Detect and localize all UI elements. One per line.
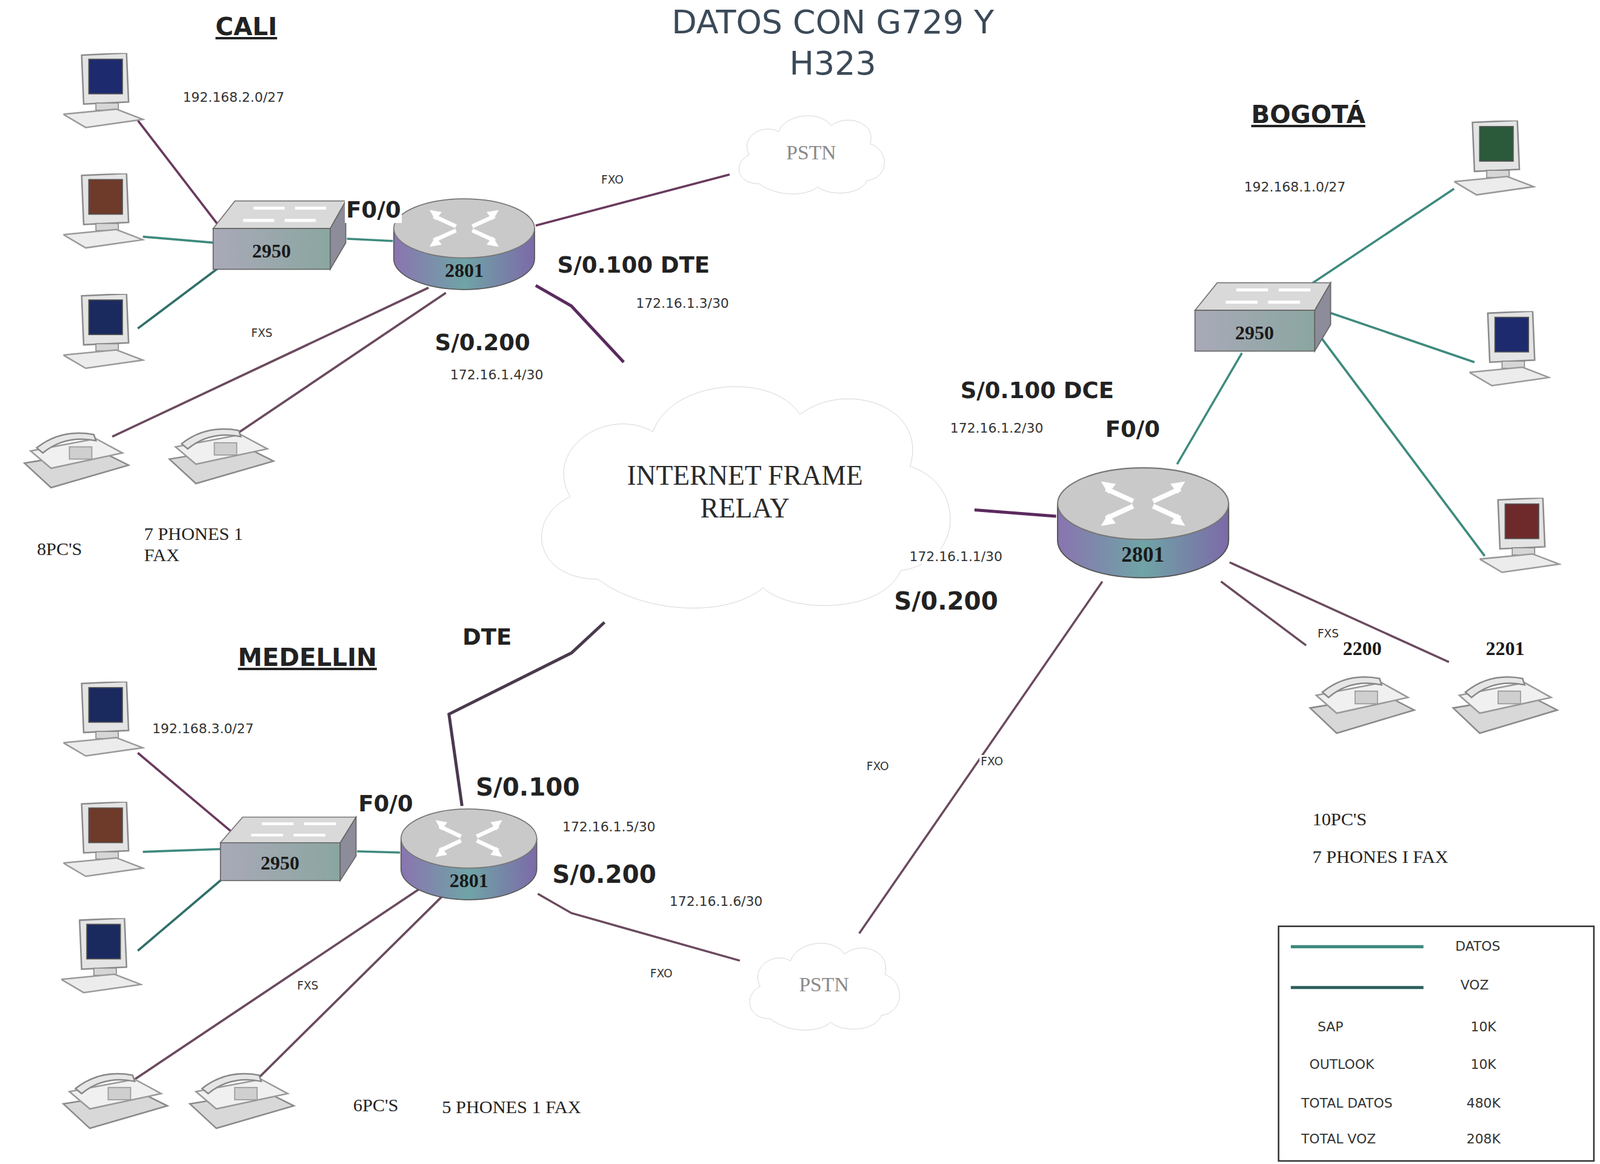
label-site-name: CALI: [214, 12, 279, 42]
switch-box: 2950: [1193, 281, 1332, 354]
switch-box: 2950: [212, 200, 347, 272]
table-cell: 480K: [1465, 1095, 1502, 1111]
table-cell: 208K: [1465, 1131, 1502, 1147]
port-label: FXO: [979, 755, 1005, 768]
port-label: FXO: [649, 967, 674, 980]
node-label: 2801: [1121, 541, 1165, 568]
legend-text: DATOS: [1453, 938, 1502, 954]
link-line: [535, 285, 624, 363]
ip-label: FXS: [250, 326, 274, 340]
label-site-name: BOGOTÁ: [1250, 100, 1367, 130]
node-label: 2801: [444, 259, 484, 283]
diagram-title: DATOS CON G729 Y H323: [627, 1, 1038, 84]
site-summary: 5 PHONES 1 FAX: [440, 1096, 582, 1119]
site-summary: 8PC'S: [35, 538, 84, 560]
link-line: [974, 510, 1057, 517]
router-icon: 2801: [392, 195, 536, 293]
legend-text: VOZ: [1459, 977, 1491, 993]
node-label: 2200: [1343, 637, 1382, 661]
node-label: PSTN: [798, 972, 849, 997]
ip-label: 192.168.3.0/27: [150, 721, 255, 737]
interface-label: F0/0: [356, 790, 414, 817]
table-cell: 10K: [1469, 1056, 1497, 1073]
phone-icon: 2201: [1449, 637, 1562, 738]
router-icon: 2801: [1056, 464, 1230, 582]
interface-label: S/0.200: [550, 860, 658, 890]
network-cloud: PSTN: [740, 933, 909, 1036]
network-cloud: INTERNET FRAME RELAY: [515, 362, 975, 623]
node-label: 2801: [449, 869, 489, 893]
interface-label: S/0.200: [892, 586, 1000, 616]
node-label: 2201: [1485, 637, 1525, 661]
interface-label: DTE: [461, 624, 513, 651]
ip-label: 172.16.1.1/30: [907, 549, 1004, 565]
link-line: [449, 622, 605, 807]
ip-label: 172.16.1.2/30: [949, 420, 1045, 436]
node-label: 2950: [260, 852, 300, 876]
legend-line-sample: [1290, 945, 1424, 949]
table-cell: 10K: [1469, 1019, 1497, 1035]
switch-box: 2950: [219, 816, 357, 883]
port-label: FXO: [600, 173, 625, 187]
ip-label: FXS: [1316, 627, 1340, 640]
node-label: 2950: [252, 240, 291, 264]
table-cell: SAP: [1316, 1019, 1345, 1035]
site-summary: 7 PHONES I FAX: [1311, 846, 1450, 868]
ip-label: 192.168.2.0/27: [181, 89, 286, 105]
node-label: PSTN: [786, 140, 836, 165]
interface-label: S/0.100: [474, 772, 582, 802]
table-cell: TOTAL VOZ: [1300, 1131, 1377, 1147]
interface-label: S/0.100 DCE: [959, 377, 1116, 404]
router-icon: 2801: [400, 806, 538, 904]
ip-label: FXO: [865, 760, 891, 773]
table-cell: TOTAL DATOS: [1300, 1095, 1394, 1111]
phone-icon: 2200: [1306, 637, 1419, 738]
interface-label: F0/0: [1104, 416, 1162, 443]
site-summary: 7 PHONES 1 FAX: [143, 523, 267, 567]
link-line: [535, 174, 730, 226]
table-cell: OUTLOOK: [1307, 1056, 1376, 1073]
link-line: [346, 238, 393, 242]
legend-line-sample: [1290, 986, 1424, 990]
ip-label: 192.168.1.0/27: [1243, 179, 1347, 195]
ip-label: 172.16.1.4/30: [449, 367, 545, 383]
interface-label: S/0.100 DTE: [556, 252, 712, 279]
link-line: [356, 851, 400, 853]
network-cloud-shape: [515, 362, 975, 623]
ip-label: 172.16.1.5/30: [561, 819, 657, 835]
network-cloud: PSTN: [729, 107, 893, 200]
ip-label: 172.16.1.3/30: [634, 295, 731, 311]
link-line: [1176, 353, 1242, 465]
interface-label: F0/0: [344, 196, 402, 224]
node-label: INTERNET FRAME RELAY: [602, 459, 888, 526]
site-summary: 6PC'S: [352, 1095, 400, 1117]
label-site-name: MEDELLIN: [236, 643, 379, 673]
link-line: [859, 581, 1103, 934]
node-label: 2950: [1235, 321, 1274, 345]
ip-label: 172.16.1.6/30: [668, 893, 765, 910]
interface-label: S/0.200: [433, 329, 532, 356]
link-line: [1229, 562, 1450, 663]
ip-label: FXS: [295, 979, 320, 993]
site-summary: 10PC'S: [1311, 809, 1369, 831]
